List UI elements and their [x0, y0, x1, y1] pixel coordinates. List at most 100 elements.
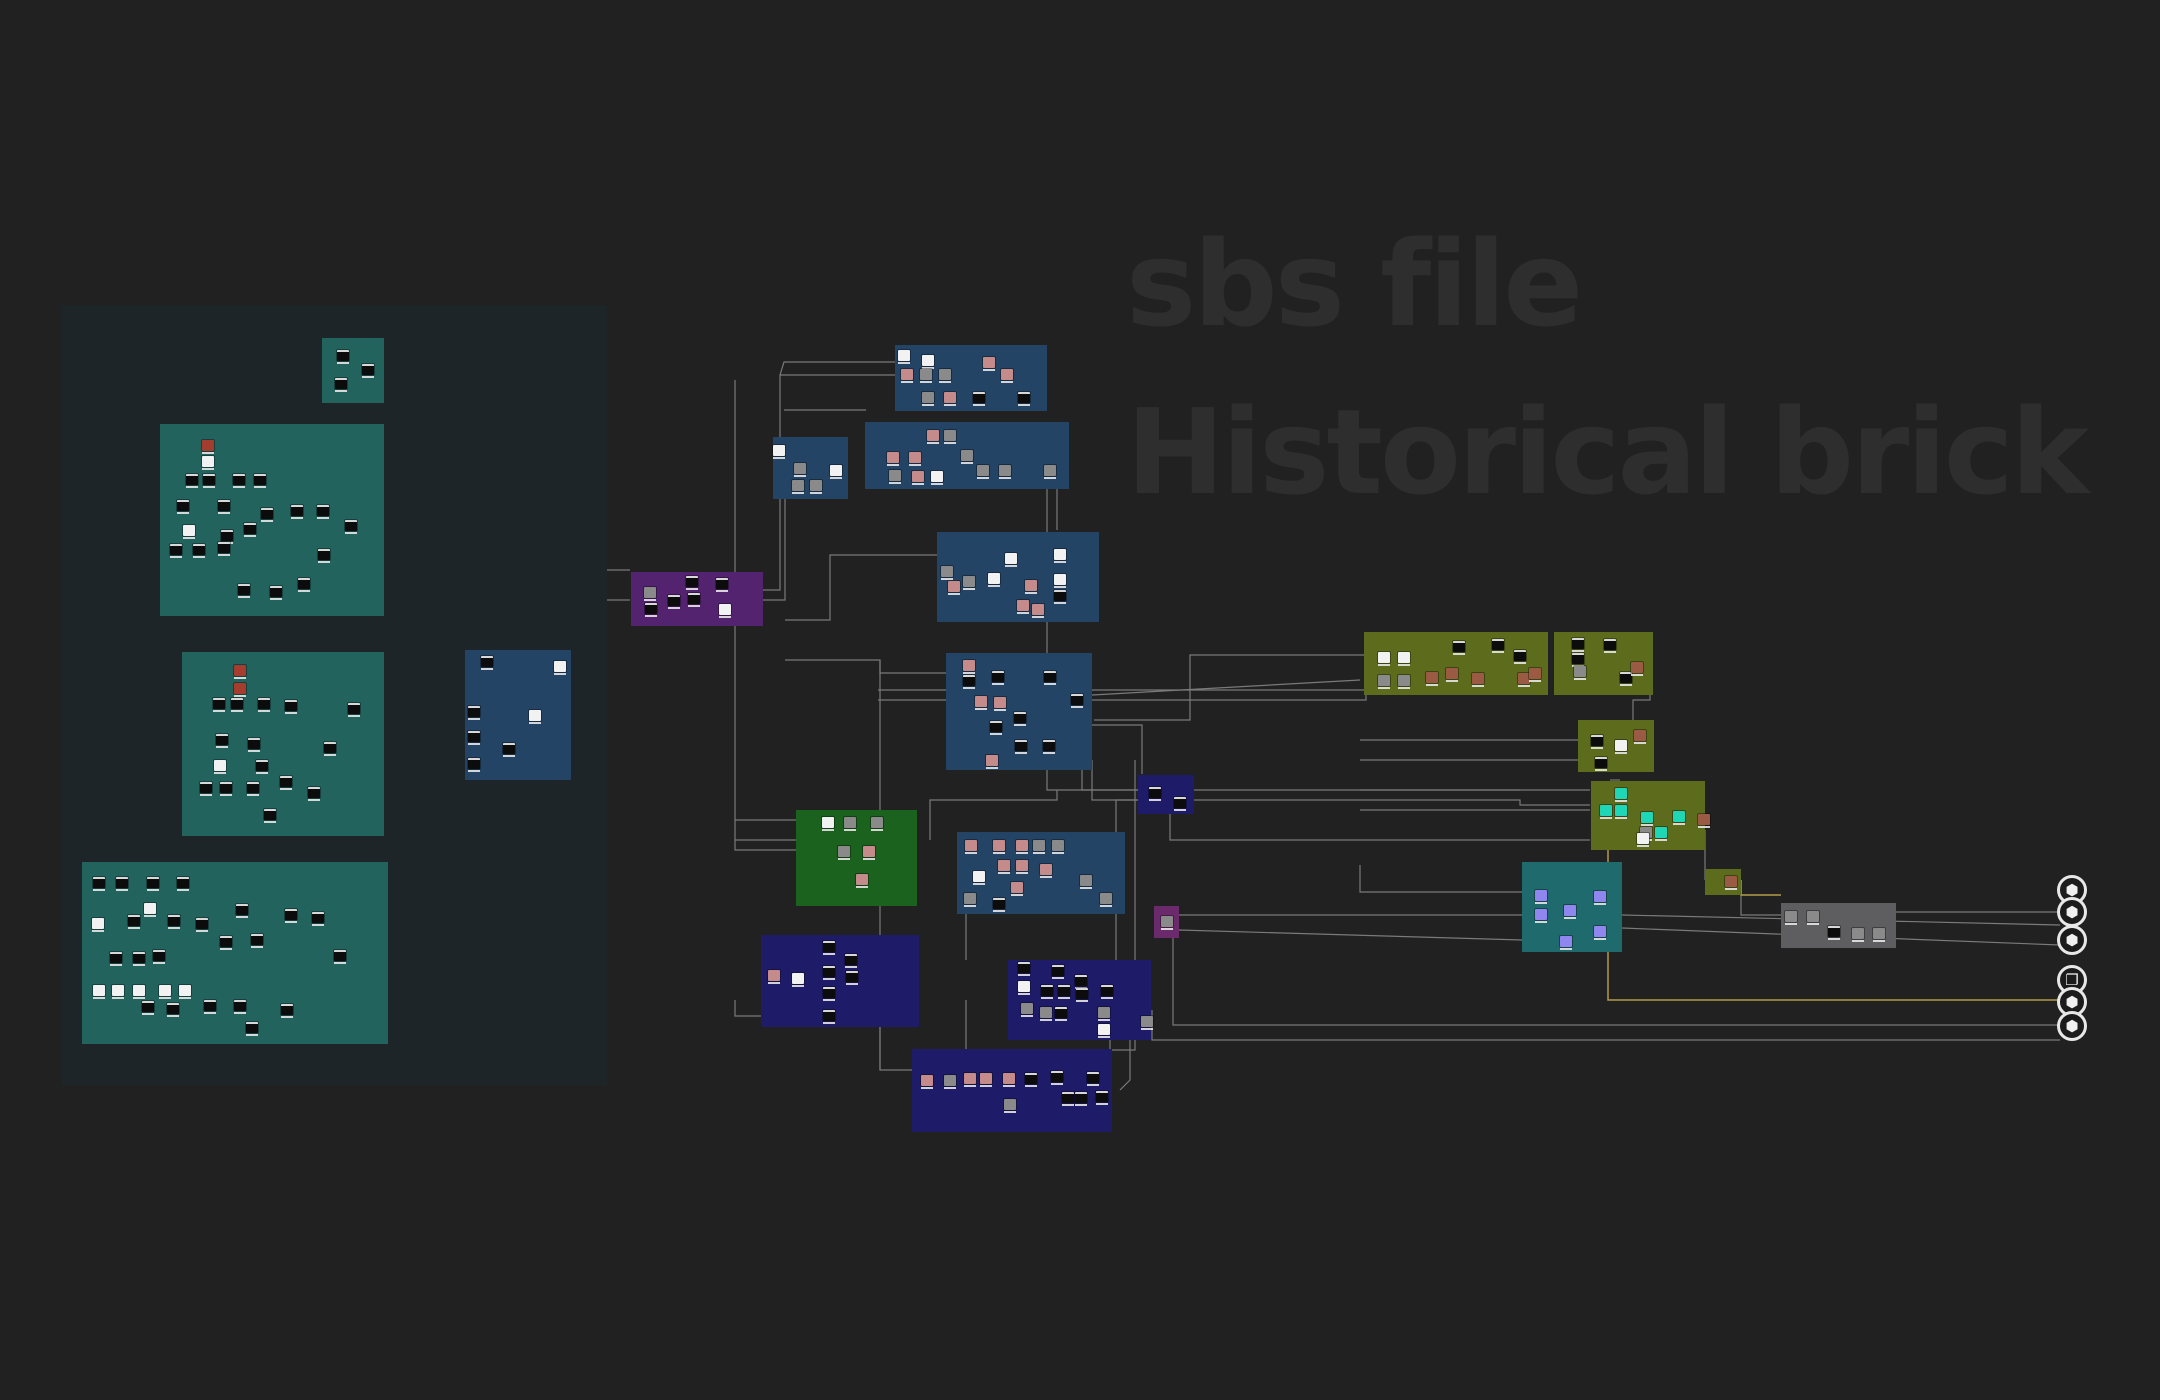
- graph-node[interactable]: [204, 1000, 216, 1014]
- graph-node[interactable]: [285, 700, 297, 714]
- graph-node[interactable]: [1398, 652, 1410, 666]
- graph-node[interactable]: [179, 985, 191, 999]
- graph-node[interactable]: [1518, 673, 1530, 687]
- graph-node[interactable]: [1161, 916, 1173, 930]
- graph-node[interactable]: [203, 474, 215, 488]
- graph-node[interactable]: [993, 898, 1005, 912]
- graph-node[interactable]: [1828, 926, 1840, 940]
- graph-node[interactable]: [922, 355, 934, 369]
- graph-node[interactable]: [168, 915, 180, 929]
- graph-node[interactable]: [1378, 652, 1390, 666]
- graph-node[interactable]: [1054, 549, 1066, 563]
- graph-node[interactable]: [291, 505, 303, 519]
- graph-node[interactable]: [1535, 890, 1547, 904]
- graph-node[interactable]: [1398, 675, 1410, 689]
- graph-node[interactable]: [335, 378, 347, 392]
- graph-node[interactable]: [964, 893, 976, 907]
- graph-node[interactable]: [920, 369, 932, 383]
- graph-node[interactable]: [348, 703, 360, 717]
- graph-node[interactable]: [216, 734, 228, 748]
- graph-node[interactable]: [1018, 981, 1030, 995]
- graph-node[interactable]: [965, 840, 977, 854]
- graph-node[interactable]: [345, 520, 357, 534]
- graph-node[interactable]: [990, 721, 1002, 735]
- graph-node[interactable]: [213, 698, 225, 712]
- graph-node[interactable]: [977, 465, 989, 479]
- graph-node[interactable]: [1594, 891, 1606, 905]
- graph-node[interactable]: [686, 576, 698, 590]
- graph-node[interactable]: [1560, 936, 1572, 950]
- graph-node[interactable]: [863, 846, 875, 860]
- graph-node[interactable]: [688, 593, 700, 607]
- graph-node[interactable]: [1018, 392, 1030, 406]
- graph-node[interactable]: [468, 731, 480, 745]
- graph-node[interactable]: [93, 985, 105, 999]
- graph-node[interactable]: [1100, 893, 1112, 907]
- graph-node[interactable]: [1426, 672, 1438, 686]
- graph-node[interactable]: [1098, 1007, 1110, 1021]
- graph-node[interactable]: [93, 877, 105, 891]
- graph-node[interactable]: [298, 578, 310, 592]
- graph-node[interactable]: [233, 474, 245, 488]
- graph-node[interactable]: [944, 1075, 956, 1089]
- graph-node[interactable]: [92, 918, 104, 932]
- graph-node[interactable]: [921, 1075, 933, 1089]
- frame-p[interactable]: [912, 1049, 1112, 1132]
- graph-node[interactable]: [337, 350, 349, 364]
- graph-node[interactable]: [961, 450, 973, 464]
- graph-node[interactable]: [1054, 590, 1066, 604]
- graph-node[interactable]: [234, 1000, 246, 1014]
- graph-node[interactable]: [186, 474, 198, 488]
- graph-node[interactable]: [177, 500, 189, 514]
- graph-node[interactable]: [183, 525, 195, 539]
- graph-node[interactable]: [1591, 735, 1603, 749]
- graph-node[interactable]: [768, 970, 780, 984]
- graph-node[interactable]: [993, 840, 1005, 854]
- graph-node[interactable]: [794, 463, 806, 477]
- graph-node[interactable]: [1016, 840, 1028, 854]
- graph-node[interactable]: [1852, 928, 1864, 942]
- output-node[interactable]: ⬢: [2057, 925, 2087, 955]
- graph-node[interactable]: [1101, 985, 1113, 999]
- graph-node[interactable]: [1075, 975, 1087, 989]
- graph-node[interactable]: [1637, 833, 1649, 847]
- graph-node[interactable]: [128, 915, 140, 929]
- graph-node[interactable]: [1052, 965, 1064, 979]
- graph-node[interactable]: [973, 392, 985, 406]
- graph-node[interactable]: [1071, 694, 1083, 708]
- graph-node[interactable]: [1001, 369, 1013, 383]
- graph-node[interactable]: [1698, 814, 1710, 828]
- frame-a[interactable]: [322, 338, 384, 403]
- graph-node[interactable]: [1025, 580, 1037, 594]
- graph-node[interactable]: [193, 544, 205, 558]
- graph-node[interactable]: [792, 973, 804, 987]
- graph-node[interactable]: [846, 971, 858, 985]
- graph-node[interactable]: [823, 987, 835, 1001]
- graph-node[interactable]: [898, 350, 910, 364]
- graph-node[interactable]: [1620, 672, 1632, 686]
- graph-node[interactable]: [901, 369, 913, 383]
- graph-node[interactable]: [1044, 671, 1056, 685]
- graph-node[interactable]: [256, 760, 268, 774]
- graph-node[interactable]: [144, 903, 156, 917]
- graph-node[interactable]: [1149, 787, 1161, 801]
- graph-node[interactable]: [1453, 641, 1465, 655]
- graph-node[interactable]: [992, 671, 1004, 685]
- graph-node[interactable]: [324, 742, 336, 756]
- graph-node[interactable]: [944, 392, 956, 406]
- graph-node[interactable]: [167, 1003, 179, 1017]
- graph-node[interactable]: [220, 936, 232, 950]
- graph-node[interactable]: [1604, 639, 1616, 653]
- graph-node[interactable]: [988, 573, 1000, 587]
- graph-node[interactable]: [1003, 1073, 1015, 1087]
- graph-node[interactable]: [1615, 788, 1627, 802]
- graph-node[interactable]: [246, 1022, 258, 1036]
- graph-node[interactable]: [1472, 673, 1484, 687]
- graph-node[interactable]: [644, 587, 656, 601]
- frame-e[interactable]: [465, 650, 571, 780]
- graph-node[interactable]: [1016, 860, 1028, 874]
- graph-node[interactable]: [1564, 905, 1576, 919]
- graph-node[interactable]: [1041, 985, 1053, 999]
- graph-node[interactable]: [1673, 811, 1685, 825]
- graph-node[interactable]: [948, 581, 960, 595]
